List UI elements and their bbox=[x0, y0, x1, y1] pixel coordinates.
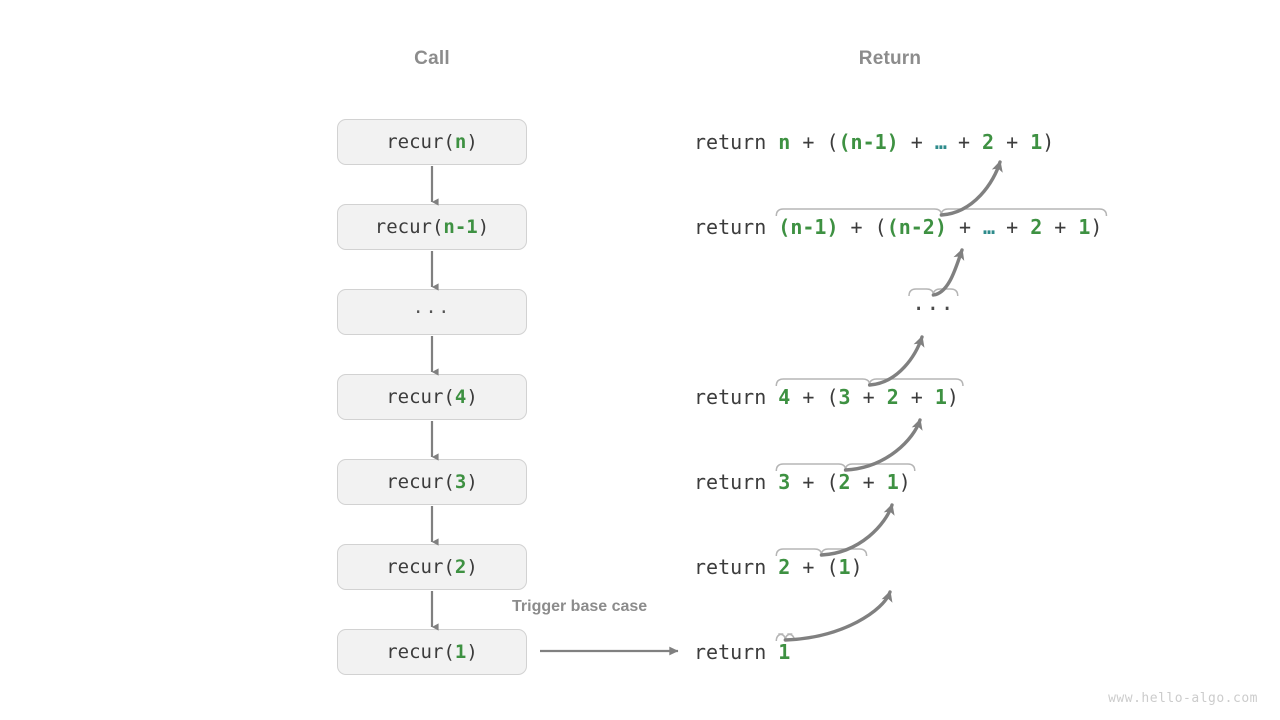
return-expression: 3 + (2 + 1) bbox=[778, 470, 910, 494]
call-box-close-paren: ) bbox=[466, 641, 478, 663]
call-box-fn-name: recur( bbox=[386, 641, 455, 663]
return-statement-2: return (n-1) + ((n-2) + … + 2 + 1) bbox=[694, 217, 1102, 237]
return-keyword: return bbox=[694, 555, 779, 579]
call-box-argument: 1 bbox=[454, 641, 467, 663]
return-ellipsis: ··· bbox=[912, 297, 955, 322]
column-header-return: Return bbox=[858, 48, 922, 69]
call-stack-box-1: recur(1) bbox=[337, 629, 527, 675]
expr-token: + bbox=[945, 130, 983, 154]
expr-token: 3 bbox=[778, 470, 791, 494]
expr-token: 4 bbox=[778, 385, 791, 409]
expr-token: + bbox=[994, 215, 1031, 239]
call-box-argument: 3 bbox=[454, 471, 467, 493]
call-stack-box-2: recur(2) bbox=[337, 544, 527, 590]
call-box-fn-name: recur( bbox=[386, 471, 455, 493]
expr-token: + bbox=[1042, 215, 1079, 239]
call-box-fn-name: recur( bbox=[386, 556, 455, 578]
expression-brace bbox=[908, 288, 959, 297]
column-header-call: Call bbox=[414, 48, 450, 69]
expr-token: 2 bbox=[1030, 215, 1043, 239]
expr-token: (n-1) bbox=[778, 215, 839, 239]
call-box-ellipsis-label: ··· bbox=[412, 301, 452, 323]
return-keyword: return bbox=[694, 640, 779, 664]
return-keyword: return bbox=[694, 130, 779, 154]
return-expression: 4 + (3 + 2 + 1) bbox=[778, 385, 959, 409]
expr-token: 1 bbox=[886, 470, 899, 494]
return-keyword: return bbox=[694, 470, 779, 494]
return-statement-3: return 4 + (3 + 2 + 1) bbox=[694, 387, 959, 407]
return-statement-6: return 1 bbox=[694, 642, 790, 662]
expr-token: + bbox=[850, 385, 887, 409]
expr-token: 2 bbox=[778, 555, 791, 579]
expr-token: ) bbox=[898, 470, 911, 494]
return-expression: (n-1) + ((n-2) + … + 2 + 1) bbox=[778, 215, 1102, 239]
return-arrow bbox=[931, 248, 965, 297]
expr-token: + ( bbox=[790, 555, 839, 579]
expr-token: (n-2) bbox=[886, 215, 947, 239]
call-box-argument: n bbox=[454, 131, 467, 153]
return-expression: 2 + (1) bbox=[778, 555, 862, 579]
expr-token: 1 bbox=[778, 640, 791, 664]
expr-token: + ( bbox=[790, 470, 839, 494]
expr-token: 3 bbox=[838, 385, 851, 409]
call-stack-box-ellipsis: ··· bbox=[337, 289, 527, 335]
return-statement-4: return 3 + (2 + 1) bbox=[694, 472, 911, 492]
call-box-close-paren: ) bbox=[466, 131, 478, 153]
expr-token: 1 bbox=[934, 385, 947, 409]
expr-token: 1 bbox=[838, 555, 851, 579]
expr-token: ) bbox=[850, 555, 863, 579]
expr-token: n bbox=[778, 130, 791, 154]
expr-token: + bbox=[994, 130, 1031, 154]
expr-token: 2 bbox=[982, 130, 995, 154]
return-arrow bbox=[819, 503, 895, 557]
expr-token: 1 bbox=[1030, 130, 1043, 154]
call-box-fn-name: recur( bbox=[386, 131, 455, 153]
call-box-fn-name: recur( bbox=[374, 216, 444, 238]
trigger-base-case-label: Trigger base case bbox=[512, 598, 648, 615]
call-box-close-paren: ) bbox=[477, 216, 490, 238]
call-box-argument: 2 bbox=[454, 556, 467, 578]
call-stack-box-n-1: recur(n-1) bbox=[337, 204, 527, 250]
expr-token: + ( bbox=[790, 130, 839, 154]
return-expression: n + ((n-1) + … + 2 + 1) bbox=[778, 130, 1054, 154]
expr-token: 2 bbox=[838, 470, 851, 494]
call-box-argument: 4 bbox=[454, 386, 467, 408]
call-box-fn-name: recur( bbox=[386, 386, 455, 408]
expr-token: 2 bbox=[886, 385, 899, 409]
return-keyword: return bbox=[694, 215, 779, 239]
site-watermark: www.hello-algo.com bbox=[1108, 691, 1258, 706]
return-expression: 1 bbox=[778, 640, 790, 664]
expr-token: (n-1) bbox=[838, 130, 899, 154]
expr-token: + bbox=[850, 470, 887, 494]
return-arrow bbox=[783, 590, 893, 642]
expr-token: + bbox=[946, 215, 984, 239]
expr-token: ) bbox=[946, 385, 959, 409]
return-keyword: return bbox=[694, 385, 779, 409]
expr-token: 1 bbox=[1078, 215, 1091, 239]
expr-token: + bbox=[898, 130, 935, 154]
return-arrow bbox=[843, 418, 923, 472]
call-box-close-paren: ) bbox=[466, 556, 478, 578]
return-statement-5: return 2 + (1) bbox=[694, 557, 863, 577]
expr-token: + bbox=[898, 385, 935, 409]
call-stack-box-n: recur(n) bbox=[337, 119, 527, 165]
call-stack-box-3: recur(3) bbox=[337, 459, 527, 505]
call-box-close-paren: ) bbox=[466, 471, 478, 493]
call-stack-box-4: recur(4) bbox=[337, 374, 527, 420]
expr-token: … bbox=[983, 215, 995, 239]
return-arrow bbox=[867, 335, 925, 387]
return-statement-1: return n + ((n-1) + … + 2 + 1) bbox=[694, 132, 1054, 152]
expr-token: + ( bbox=[838, 215, 887, 239]
call-box-argument: n-1 bbox=[443, 216, 478, 238]
expr-token: ) bbox=[1090, 215, 1103, 239]
call-box-close-paren: ) bbox=[466, 386, 478, 408]
expr-token: + ( bbox=[790, 385, 839, 409]
return-arrow bbox=[939, 160, 1003, 217]
expr-token: … bbox=[934, 130, 947, 154]
expr-token: ) bbox=[1042, 130, 1055, 154]
